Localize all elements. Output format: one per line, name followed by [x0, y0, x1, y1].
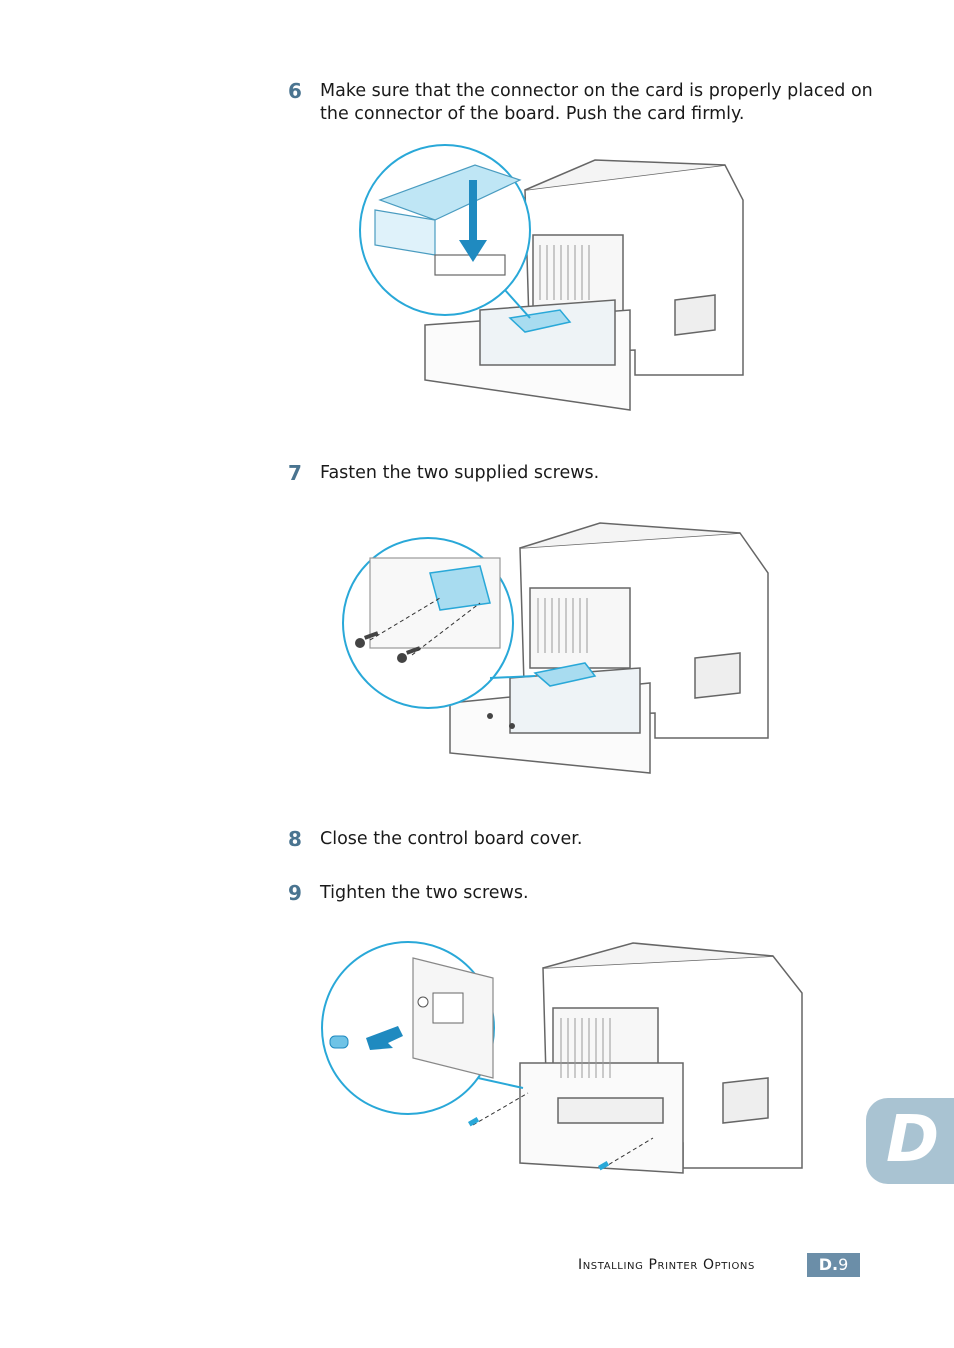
- footer-section-title: Installing Printer Options: [578, 1257, 755, 1273]
- step-text: Fasten the two supplied screws.: [320, 463, 600, 483]
- chapter-letter: D: [886, 1103, 940, 1177]
- step-number: 9: [288, 881, 302, 905]
- figure-insert-card: [355, 140, 755, 425]
- step-text: Close the control board cover.: [320, 829, 583, 849]
- step-text: Make sure that the connector on the card…: [320, 81, 873, 124]
- step-number: 6: [288, 79, 302, 103]
- chapter-tab: D: [866, 1098, 954, 1184]
- page-number: 9: [838, 1255, 849, 1274]
- figure-tighten-screws: [318, 938, 808, 1183]
- page-number-badge: D.9: [807, 1253, 860, 1277]
- step-text: Tighten the two screws.: [320, 883, 529, 903]
- step-number: 8: [288, 827, 302, 851]
- step-number: 7: [288, 461, 302, 485]
- figure-fasten-screws: [340, 518, 780, 783]
- page-prefix: D.: [818, 1255, 839, 1274]
